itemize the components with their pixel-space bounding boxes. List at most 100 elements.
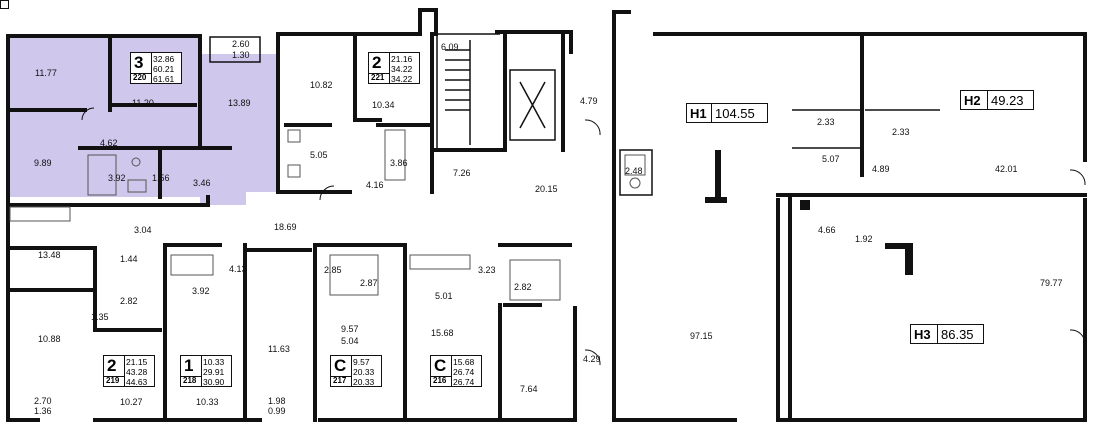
room-area-label: 1.98: [268, 396, 286, 406]
room-area-label: 5.07: [822, 154, 840, 164]
room-area-label: 1.30: [232, 50, 250, 60]
room-area-label: 4.62: [100, 138, 118, 148]
apartment-badge-216[interactable]: C 216 15.68 26.74 26.74: [430, 355, 482, 387]
room-area-label: 9.57: [341, 324, 359, 334]
room-area-label: 3.23: [478, 265, 496, 275]
room-area-label: 13.48: [38, 250, 61, 260]
room-area-label: 4.29: [583, 354, 601, 364]
room-area-label: 5.01: [435, 291, 453, 301]
living-area: 21.16: [391, 54, 413, 64]
total-area: 60.21: [153, 64, 175, 74]
total-area: 26.74: [453, 367, 475, 377]
apartment-220-highlight[interactable]: [8, 37, 278, 205]
apartment-badge-218[interactable]: 1 218 10.33 29.91 30.90: [180, 355, 232, 387]
total-area: 29.91: [203, 367, 225, 377]
living-area: 10.33: [203, 357, 225, 367]
room-area-label: 3.04: [134, 225, 152, 235]
room-area-label: 2.48: [625, 166, 643, 176]
room-count: 2: [107, 356, 117, 375]
room-area-label: 10.27: [120, 397, 143, 407]
commercial-unit-h3[interactable]: Н3 86.35: [910, 324, 984, 344]
fixtures: [9, 129, 646, 301]
total-area-with-balcony: 34.22: [391, 74, 413, 84]
room-area-label: 6.09: [441, 42, 459, 52]
total-area-with-balcony: 20.33: [353, 377, 375, 387]
total-area: 34.22: [391, 64, 413, 74]
room-area-label: 2.70: [34, 396, 52, 406]
room-area-label: 10.33: [196, 397, 219, 407]
commercial-unit-h2[interactable]: Н2 49.23: [960, 90, 1034, 110]
room-area-label: 10.82: [310, 80, 333, 90]
thin-partitions: [209, 33, 940, 196]
unit-code: Н1: [690, 106, 707, 121]
room-count: C: [434, 356, 447, 375]
apartment-badge-217[interactable]: C 217 9.57 20.33 20.33: [330, 355, 382, 387]
room-area-label: 3.46: [193, 178, 211, 188]
apartment-badge-219[interactable]: 2 219 21.15 43.28 44.63: [103, 355, 155, 387]
room-area-label: 10.34: [372, 100, 395, 110]
apartment-badge-220[interactable]: 3 220 32.86 60.21 61.61: [130, 52, 182, 84]
walls: [6, 8, 1087, 422]
unit-area: 86.35: [941, 327, 974, 342]
doors: [81, 107, 1086, 366]
total-area-with-balcony: 44.63: [126, 377, 148, 387]
unit-code: Н2: [964, 93, 981, 108]
room-area-label: 11.77: [35, 68, 57, 78]
apartment-number: 218: [183, 376, 197, 385]
room-area-label: 1.35: [91, 312, 109, 322]
room-area-label: 2.33: [892, 127, 910, 137]
room-area-label: 4.13: [229, 264, 247, 274]
room-area-label: 3.86: [390, 158, 408, 168]
total-area: 20.33: [353, 367, 375, 377]
room-area-label: 4.89: [872, 164, 890, 174]
room-area-label: 4.66: [818, 225, 836, 235]
apartment-number: 221: [371, 73, 385, 82]
apartment-number: 220: [133, 73, 147, 82]
room-area-label: 0.99: [268, 406, 286, 416]
room-area-label: 4.16: [366, 180, 384, 190]
room-area-label: 1.36: [34, 406, 52, 416]
room-area-label: 1.92: [855, 234, 873, 244]
room-count: 3: [134, 53, 144, 72]
corner-square: [0, 0, 9, 9]
room-area-label: 11.20: [132, 98, 154, 108]
room-area-label: 11.63: [268, 344, 290, 354]
total-area-with-balcony: 30.90: [203, 377, 225, 387]
room-area-label: 2.85: [324, 265, 342, 275]
living-area: 9.57: [353, 357, 370, 367]
room-area-label: 9.89: [34, 158, 52, 168]
apartment-number: 217: [333, 376, 347, 385]
room-area-label: 1.44: [120, 254, 138, 264]
room-area-label: 18.69: [274, 222, 297, 232]
unit-area: 104.55: [715, 106, 755, 121]
commercial-unit-h1[interactable]: Н1 104.55: [686, 103, 768, 123]
room-area-label: 7.64: [520, 384, 538, 394]
room-area-label: 3.92: [108, 173, 126, 183]
room-area-label: 79.77: [1040, 278, 1063, 288]
total-area-with-balcony: 26.74: [453, 377, 475, 387]
apartment-number: 219: [106, 376, 120, 385]
room-area-label: 15.68: [431, 328, 454, 338]
apartment-number: 216: [433, 376, 447, 385]
room-count: 2: [372, 53, 382, 72]
living-area: 15.68: [453, 357, 475, 367]
room-area-label: 2.82: [514, 282, 532, 292]
unit-code: Н3: [914, 327, 931, 342]
room-count: 1: [184, 356, 194, 375]
room-area-label: 20.15: [535, 184, 558, 194]
room-area-label: 2.82: [120, 296, 138, 306]
room-area-label: 10.88: [38, 334, 61, 344]
columns: [705, 150, 913, 275]
room-area-label: 3.92: [192, 286, 210, 296]
room-area-label: 1.56: [152, 173, 170, 183]
apartment-badge-221[interactable]: 2 221 21.16 34.22 34.22: [368, 52, 420, 84]
living-area: 32.86: [153, 54, 175, 64]
room-area-label: 2.60: [232, 39, 250, 49]
total-area: 43.28: [126, 367, 148, 377]
room-area-label: 4.79: [580, 96, 598, 106]
unit-area: 49.23: [991, 93, 1024, 108]
total-area-with-balcony: 61.61: [153, 74, 175, 84]
room-area-label: 13.89: [228, 98, 251, 108]
room-area-label: 97.15: [690, 331, 713, 341]
